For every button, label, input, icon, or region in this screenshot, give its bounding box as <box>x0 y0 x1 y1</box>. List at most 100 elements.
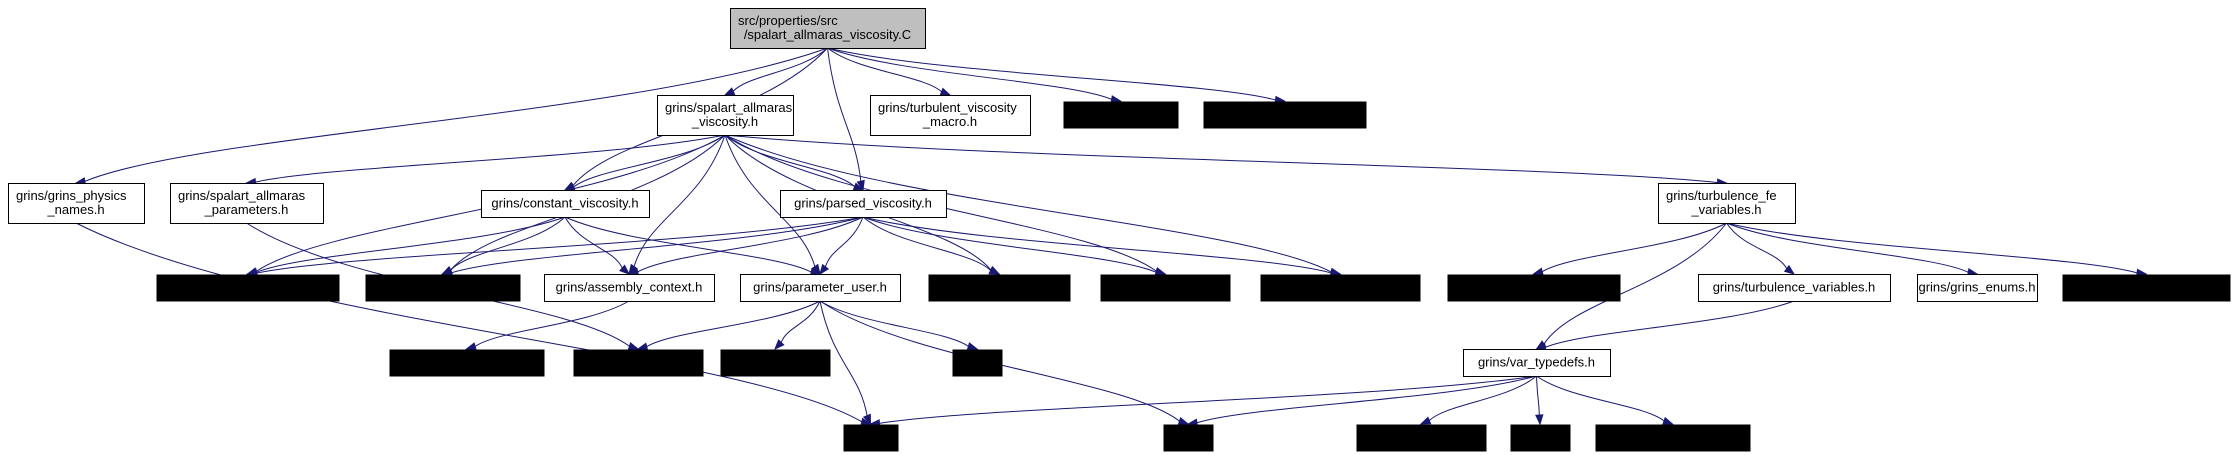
edge-root-to-sa-visc-h <box>732 47 828 92</box>
node-box <box>780 190 947 218</box>
edge-param-user-to-string <box>819 300 868 416</box>
edge-var-typedefs-to-string <box>879 375 1537 424</box>
node-label: libmesh/enum_order.h <box>2082 280 2211 295</box>
node-sa-visc-h[interactable]: grins/spalart_allmaras_viscosity.h <box>657 95 794 136</box>
node-label: grins/grins_physics <box>16 188 127 203</box>
node-label: grins/turbulent_viscosity <box>878 100 1017 115</box>
edge-arrowhead <box>636 342 649 351</box>
node-const-visc[interactable]: grins/constant_viscosity.h <box>481 190 650 218</box>
edge-arrowhead <box>627 342 640 351</box>
edge-turb-fe-vars-to-var-typedefs <box>1543 222 1727 345</box>
edge-sa-visc-h-to-param-user <box>724 134 816 267</box>
node-physics-names[interactable]: grins/grins_physics_names.h <box>8 183 145 224</box>
node-box <box>481 190 650 218</box>
node-label: libmesh/libmesh.h <box>586 355 690 370</box>
node-parsed-visc[interactable]: grins/parsed_viscosity.h <box>780 190 947 218</box>
edge-turb-fe-vars-to-enum-fe-family <box>1541 222 1727 273</box>
node-box <box>544 274 715 302</box>
node-box <box>1917 274 2038 302</box>
node-fem-context: libmesh/fem_context.h <box>389 349 545 377</box>
node-label: libmesh/auto_ptr.h <box>1112 280 1218 295</box>
node-map: map <box>1163 424 1214 452</box>
node-label: libmesh/quadrature.h <box>938 280 1060 295</box>
node-grins-config: grins_config.h <box>720 349 831 377</box>
node-label: grins/spalart_allmaras <box>178 188 306 203</box>
node-label: grins/assembly_context.h <box>556 280 703 295</box>
edge-sa-visc-h-to-assembly-ctx <box>633 134 726 267</box>
node-label: libmesh/enum_fe_family.h <box>1458 280 1608 295</box>
node-enum-fe-family: libmesh/enum_fe_family.h <box>1447 274 1621 302</box>
node-box <box>1510 424 1571 452</box>
node-boost-memory: boost/tr1/memory.hpp <box>1595 424 1751 452</box>
edge-turb-fe-vars-to-turb-vars <box>1726 222 1788 269</box>
edge-var-typedefs-to-boost-memory <box>1536 375 1665 422</box>
node-label: grins_config.h <box>735 355 816 370</box>
edge-parsed-visc-to-function-base <box>862 216 1332 274</box>
node-root[interactable]: src/properties/src/spalart_allmaras_visc… <box>730 8 926 49</box>
node-label: limits <box>1525 430 1555 445</box>
node-label: _macro.h <box>922 114 977 129</box>
node-box <box>1356 424 1487 452</box>
edge-parsed-visc-to-fem-system <box>451 216 864 274</box>
node-label: grins/parameter_user.h <box>753 280 887 295</box>
edge-arrowhead <box>465 342 477 351</box>
node-box <box>1447 274 1621 302</box>
node-box <box>1698 274 1891 302</box>
node-limits: limits <box>1510 424 1571 452</box>
node-grins-enums[interactable]: grins/grins_enums.h <box>1917 274 2038 302</box>
edge-parsed-visc-to-libmesh-common <box>256 216 864 274</box>
node-param-user[interactable]: grins/parameter_user.h <box>740 274 901 302</box>
edge-arrowhead <box>619 264 631 275</box>
node-getpot: libmesh/getpot.h <box>1063 101 1179 129</box>
node-label: libmesh/parsed_function.h <box>1209 107 1361 122</box>
edge-parsed-visc-to-param-user <box>824 216 864 267</box>
node-enum-order: libmesh/enum_order.h <box>2062 274 2231 302</box>
node-assembly-ctx[interactable]: grins/assembly_context.h <box>544 274 715 302</box>
node-box <box>720 349 831 377</box>
node-box <box>740 274 901 302</box>
node-box <box>952 349 1003 377</box>
node-turb-fe-vars[interactable]: grins/turbulence_fe_variables.h <box>1658 183 1796 224</box>
node-sa-params[interactable]: grins/spalart_allmaras_parameters.h <box>170 183 324 224</box>
node-label: grins/turbulence_variables.h <box>1713 280 1876 295</box>
node-box <box>1658 183 1796 224</box>
node-label: src/properties/src <box>738 13 838 28</box>
node-set: set <box>952 349 1003 377</box>
node-string: string <box>843 424 899 452</box>
node-libmesh-h: libmesh/libmesh.h <box>573 349 704 377</box>
edge-arrowhead <box>966 342 979 351</box>
edge-root-to-getpot <box>827 47 1112 100</box>
node-box <box>1203 101 1367 129</box>
node-label: libmesh/getpot.h <box>1073 107 1168 122</box>
node-label: grins/constant_viscosity.h <box>491 196 638 211</box>
node-box <box>730 8 926 49</box>
edge-root-to-parsed-function <box>827 47 1276 101</box>
edge-turb-fe-vars-to-enum-order <box>1726 222 2138 274</box>
node-var-typedefs[interactable]: grins/var_typedefs.h <box>1463 349 1611 377</box>
edge-var-typedefs-to-map <box>1196 375 1537 424</box>
edges-layer <box>74 47 2148 428</box>
node-turb-vars[interactable]: grins/turbulence_variables.h <box>1698 274 1891 302</box>
node-parsed-function: libmesh/parsed_function.h <box>1203 101 1367 129</box>
node-box <box>1595 424 1751 452</box>
edge-param-user-to-map <box>819 300 1180 422</box>
node-function-base: libmesh/function_base.h <box>1260 274 1421 302</box>
node-box <box>657 95 794 136</box>
node-label: _viscosity.h <box>691 114 758 129</box>
node-label: grins/spalart_allmaras <box>665 100 793 115</box>
edge-root-to-physics-names <box>84 47 828 182</box>
node-turb-macro[interactable]: grins/turbulent_viscosity_macro.h <box>870 95 1031 136</box>
edge-const-visc-to-assembly-ctx <box>564 216 623 269</box>
edge-root-to-turb-macro <box>827 47 942 93</box>
node-box <box>2062 274 2231 302</box>
edge-turb-fe-vars-to-grins-enums <box>1726 222 1969 273</box>
node-box <box>1163 424 1214 452</box>
edge-arrowhead <box>1662 416 1674 425</box>
node-label: map <box>1175 430 1200 445</box>
edge-parsed-visc-to-auto-ptr <box>862 216 1157 273</box>
edge-arrowhead <box>862 413 872 426</box>
edge-root-to-parsed-visc <box>827 47 862 182</box>
node-fem-system: libmesh/fem_system.h <box>365 274 521 302</box>
node-box <box>573 349 704 377</box>
edge-turb-vars-to-var-typedefs <box>1545 300 1795 348</box>
